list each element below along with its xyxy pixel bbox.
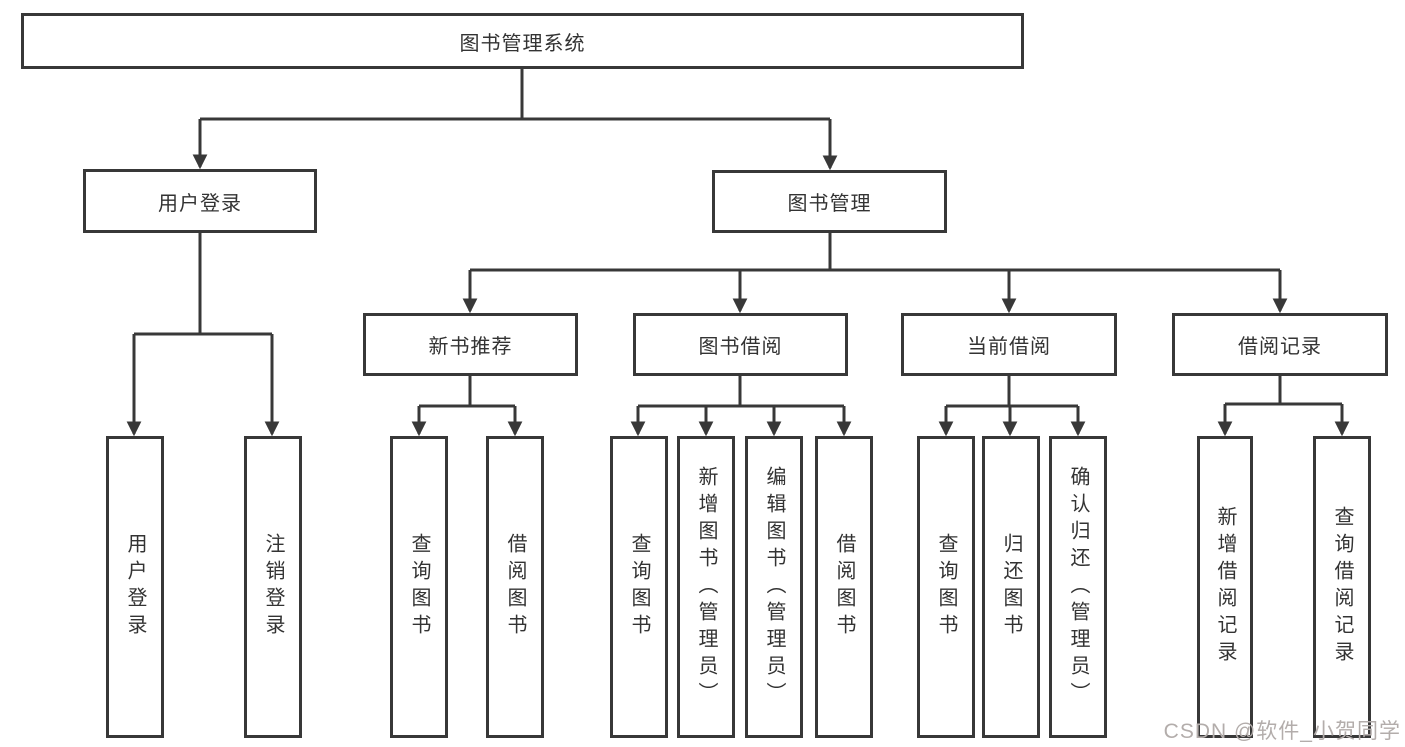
leaf-borrow-query: 查询图书	[610, 436, 668, 738]
leaf-logout: 注销登录	[244, 436, 302, 738]
leaf-current-return: 归还图书	[982, 436, 1040, 738]
leaf-borrow-edit-admin: 编辑图书（管理员）	[745, 436, 803, 738]
leaf-borrow-add-admin: 新增图书（管理员）	[677, 436, 735, 738]
node-borrow-records-label: 借阅记录	[1238, 336, 1322, 358]
node-root-system-label: 图书管理系统	[459, 32, 586, 55]
node-book-borrow: 图书借阅	[633, 313, 848, 376]
node-borrow-records: 借阅记录	[1172, 313, 1388, 376]
node-new-book-recommend-label: 新书推荐	[428, 336, 513, 358]
node-book-borrow-label: 图书借阅	[698, 336, 783, 358]
node-current-borrow-label: 当前借阅	[967, 336, 1051, 358]
node-user-login: 用户登录	[83, 169, 317, 233]
leaf-borrow-borrow: 借阅图书	[815, 436, 873, 738]
node-user-login-label: 用户登录	[158, 192, 242, 215]
node-root-system: 图书管理系统	[21, 13, 1024, 69]
leaf-user-login: 用户登录	[106, 436, 164, 738]
leaf-current-confirm-admin: 确认归还（管理员）	[1049, 436, 1107, 738]
node-new-book-recommend: 新书推荐	[363, 313, 578, 376]
node-book-management-label: 图书管理	[787, 193, 872, 215]
leaf-new-books-borrow: 借阅图书	[486, 436, 544, 738]
leaf-records-add: 新增借阅记录	[1197, 436, 1253, 738]
leaf-new-books-query: 查询图书	[390, 436, 448, 738]
node-book-management: 图书管理	[712, 170, 947, 233]
node-current-borrow: 当前借阅	[901, 313, 1117, 376]
leaf-records-query: 查询借阅记录	[1313, 436, 1371, 738]
leaf-current-query: 查询图书	[917, 436, 975, 738]
